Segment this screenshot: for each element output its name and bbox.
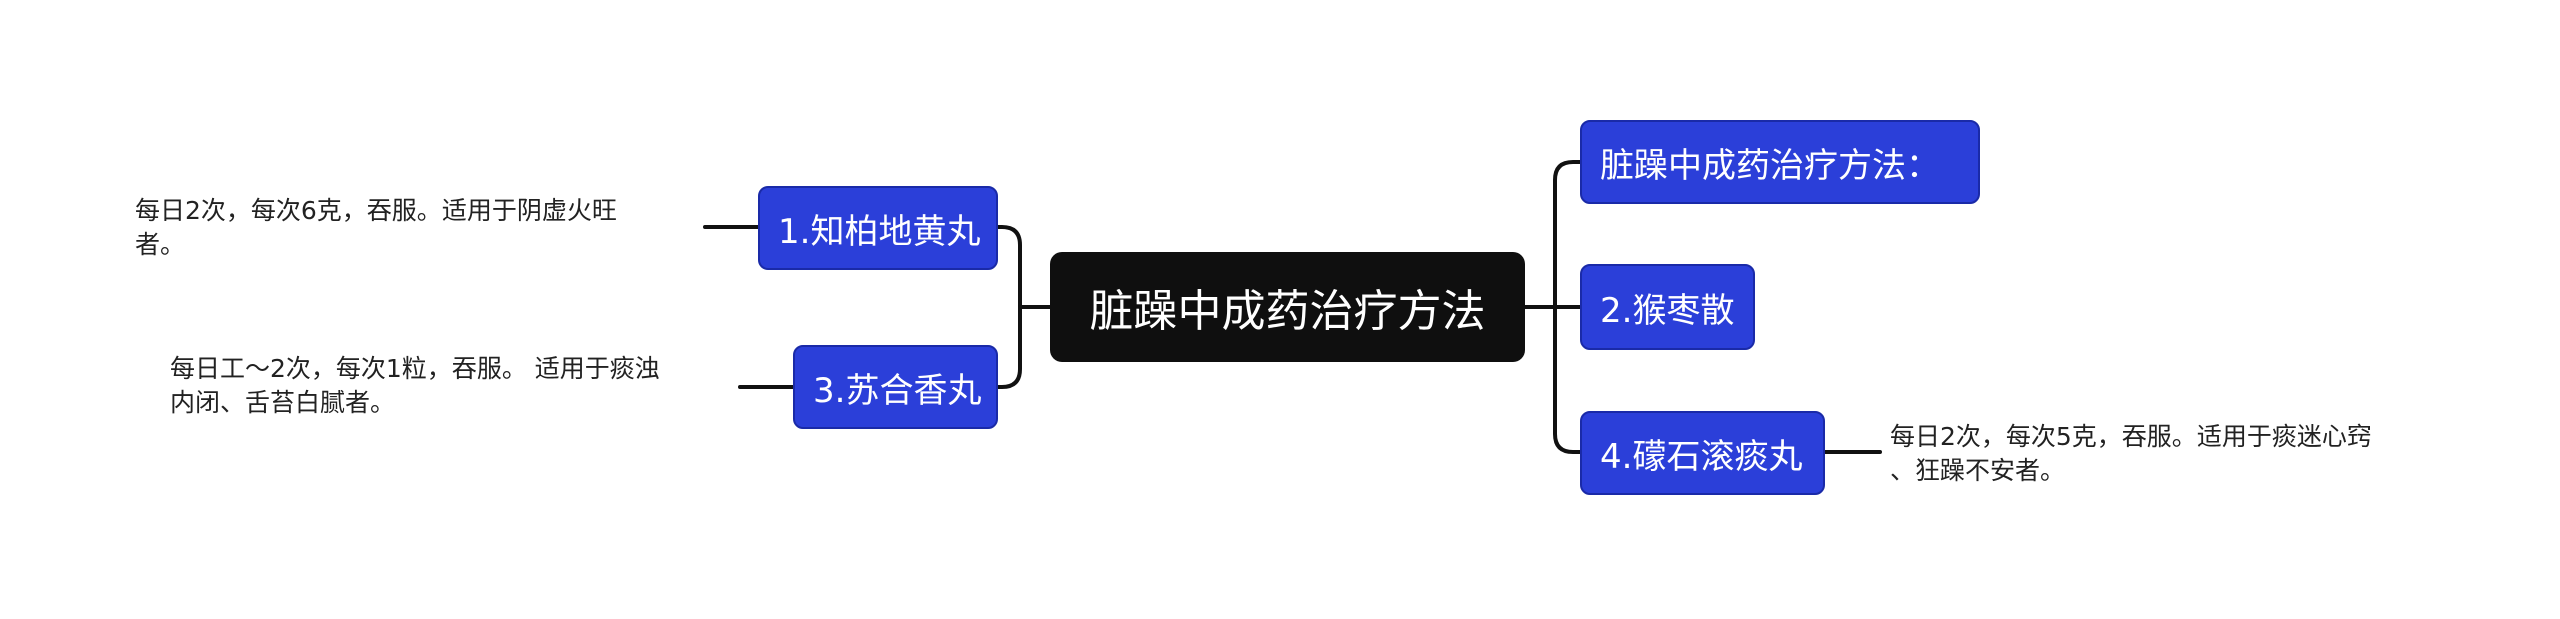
branch-node-1[interactable]: 1.知柏地黄丸 bbox=[758, 186, 998, 270]
note-line: 每日工～2次，每次1粒，吞服。 适用于痰浊 bbox=[170, 354, 660, 383]
branch-node-3[interactable]: 3.苏合香丸 bbox=[793, 345, 998, 429]
branch-node-2[interactable]: 2.猴枣散 bbox=[1580, 264, 1755, 350]
note-branch-3: 每日工～2次，每次1粒，吞服。 适用于痰浊 内闭、舌苔白腻者。 bbox=[170, 352, 730, 420]
edge-left-branch-3 bbox=[996, 305, 1022, 389]
branch-label: 3.苏合香丸 bbox=[813, 370, 982, 411]
branch-node-4[interactable]: 4.礞石滚痰丸 bbox=[1580, 411, 1825, 495]
edge-right-branch-3 bbox=[1553, 305, 1582, 454]
edge-left-branch-1 bbox=[996, 225, 1022, 309]
note-line: 每日2次，每次6克，吞服。适用于阴虚火旺 bbox=[135, 196, 617, 225]
note-line: 者。 bbox=[135, 230, 186, 259]
branch-label: 1.知柏地黄丸 bbox=[778, 211, 981, 252]
note-branch-1: 每日2次，每次6克，吞服。适用于阴虚火旺 者。 bbox=[135, 194, 695, 262]
branch-label: 脏躁中成药治疗方法： bbox=[1600, 145, 1940, 186]
note-branch-4: 每日2次，每次5克，吞服。适用于痰迷心窍 、狂躁不安者。 bbox=[1890, 420, 2450, 488]
note-line: 、狂躁不安者。 bbox=[1890, 456, 2066, 485]
branch-label: 2.猴枣散 bbox=[1600, 290, 1735, 331]
root-label: 脏躁中成药治疗方法 bbox=[1089, 286, 1486, 337]
branch-node-summary[interactable]: 脏躁中成药治疗方法： bbox=[1580, 120, 1980, 204]
edge-right-branch-1 bbox=[1553, 160, 1582, 309]
note-line: 每日2次，每次5克，吞服。适用于痰迷心窍 bbox=[1890, 422, 2372, 451]
root-node[interactable]: 脏躁中成药治疗方法 bbox=[1050, 252, 1525, 362]
note-line: 内闭、舌苔白腻者。 bbox=[170, 388, 396, 417]
branch-label: 4.礞石滚痰丸 bbox=[1600, 436, 1803, 477]
